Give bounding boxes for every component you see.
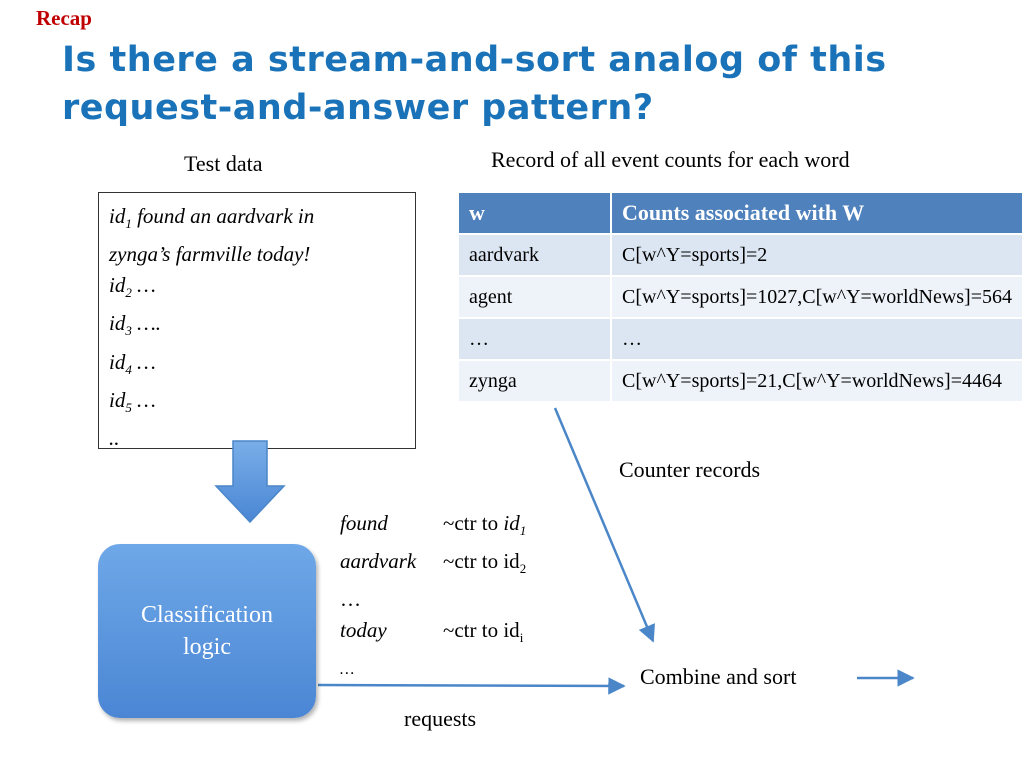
table-cell: zynga [459, 359, 613, 401]
table-row: … … [459, 317, 1024, 360]
table-cell: agent [459, 275, 613, 318]
requests-list: found~ctr to id1 aardvark~ctr to id2 … t… [340, 508, 570, 685]
test-line: id1 found an aardvark in [109, 204, 315, 232]
table-cell: … [459, 317, 613, 360]
classification-label: Classification logic [141, 602, 273, 660]
list-item: aardvark~ctr to id2 [340, 549, 527, 577]
table-row: zynga C[w^Y=sports]=21,C[w^Y=worldNews]=… [459, 359, 1024, 401]
list-item: today~ctr to idi [340, 618, 524, 646]
test-line: id4 … [109, 349, 156, 377]
table-row: agent C[w^Y=sports]=1027,C[w^Y=worldNews… [459, 275, 1024, 318]
test-line: id3 …. [109, 311, 162, 339]
table-cell: C[w^Y=sports]=21,C[w^Y=worldNews]=4464 [611, 359, 1024, 401]
recap-label: Recap [36, 6, 92, 30]
requests-arrow [317, 677, 626, 695]
table-header-w: w [459, 193, 613, 234]
table-cell: C[w^Y=sports]=2 [611, 233, 1024, 276]
table-row: aardvark C[w^Y=sports]=2 [459, 233, 1024, 276]
test-data-box: id1 found an aardvark in zynga’s farmvil… [98, 192, 416, 450]
table-cell: C[w^Y=sports]=1027,C[w^Y=worldNews]=564 [611, 275, 1024, 318]
list-item: … [340, 587, 361, 612]
test-data-label: Test data [184, 151, 263, 176]
list-item: found~ctr to id1 [340, 511, 527, 539]
classification-logic-box: Classification logic [98, 544, 316, 718]
counter-records-label: Counter records [619, 457, 761, 482]
test-line: .. [109, 425, 120, 450]
counter-records-arrow [553, 407, 655, 643]
slide-title: Is there a stream-and-sort analog of thi… [62, 40, 887, 128]
table-cell: … [611, 317, 1024, 360]
requests-label: requests [404, 706, 477, 731]
down-arrow-icon [214, 440, 286, 524]
test-line: id5 … [109, 387, 156, 415]
combine-sort-label: Combine and sort [640, 664, 797, 689]
list-item: … [340, 660, 355, 678]
counts-table: w Counts associated with W aardvark C[w^… [459, 193, 1024, 403]
record-label: Record of all event counts for each word [491, 147, 850, 172]
table-header-counts: Counts associated with W [611, 193, 1024, 234]
table-cell: aardvark [459, 233, 613, 276]
test-line: zynga’s farmville today! [109, 242, 311, 267]
test-line: id2 … [109, 273, 156, 301]
